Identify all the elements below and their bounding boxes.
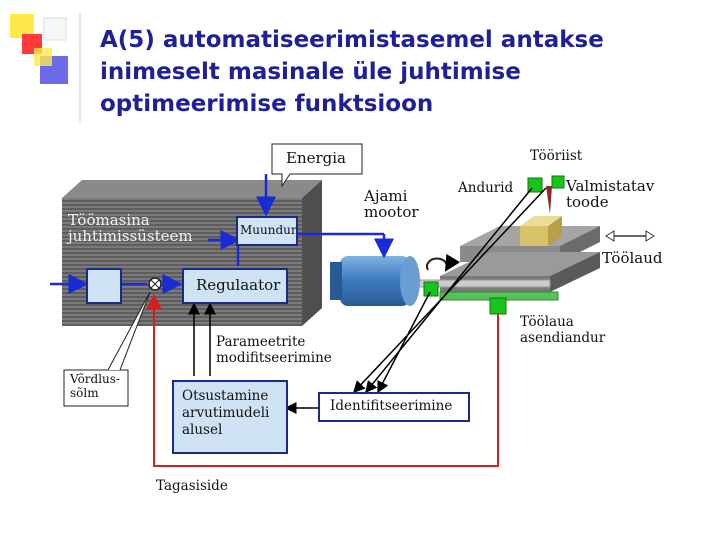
vordlus-label: Võrdlus-sõlm [70, 372, 120, 400]
identifitseerimine-label: Identifitseerimine [330, 398, 453, 414]
identifitseerimine-box [318, 392, 470, 422]
sensor-icon [423, 281, 439, 297]
title-line-2: inimeselt masinale üle juhtimise [100, 59, 521, 85]
energy-callout [271, 143, 363, 188]
tool-icon [546, 186, 552, 214]
title-line-1: A(5) automatiseerimistasemel antakse [100, 27, 604, 53]
sensor-line [352, 187, 547, 394]
control-cabinet [62, 180, 322, 326]
workpiece [520, 216, 562, 246]
slide-title: A(5) automatiseerimistasemel antakse ini… [100, 24, 710, 120]
motor-icon [330, 256, 420, 306]
feedback-loop [146, 294, 499, 467]
input-block [86, 268, 122, 304]
energia-label: Energia [286, 149, 346, 167]
rotation-icon [426, 253, 461, 272]
otsustamine-box [172, 380, 288, 454]
title-line-3: optimeerimise funktsioon [100, 91, 434, 117]
muundur-box [236, 216, 298, 246]
comparator-callout [63, 369, 129, 407]
sensor-icon [489, 297, 507, 315]
toolaud-label: Töölaud [602, 249, 663, 267]
regulaator-box [182, 268, 288, 304]
andurid-label: Andurid [458, 180, 514, 196]
tagasiside-label: Tagasiside [156, 478, 228, 494]
muundur-label: Muundur [240, 223, 297, 237]
regulaator-label: Regulaator [196, 276, 281, 294]
tooriist-label: Tööriist [530, 148, 583, 164]
sensor-icon [551, 175, 565, 189]
